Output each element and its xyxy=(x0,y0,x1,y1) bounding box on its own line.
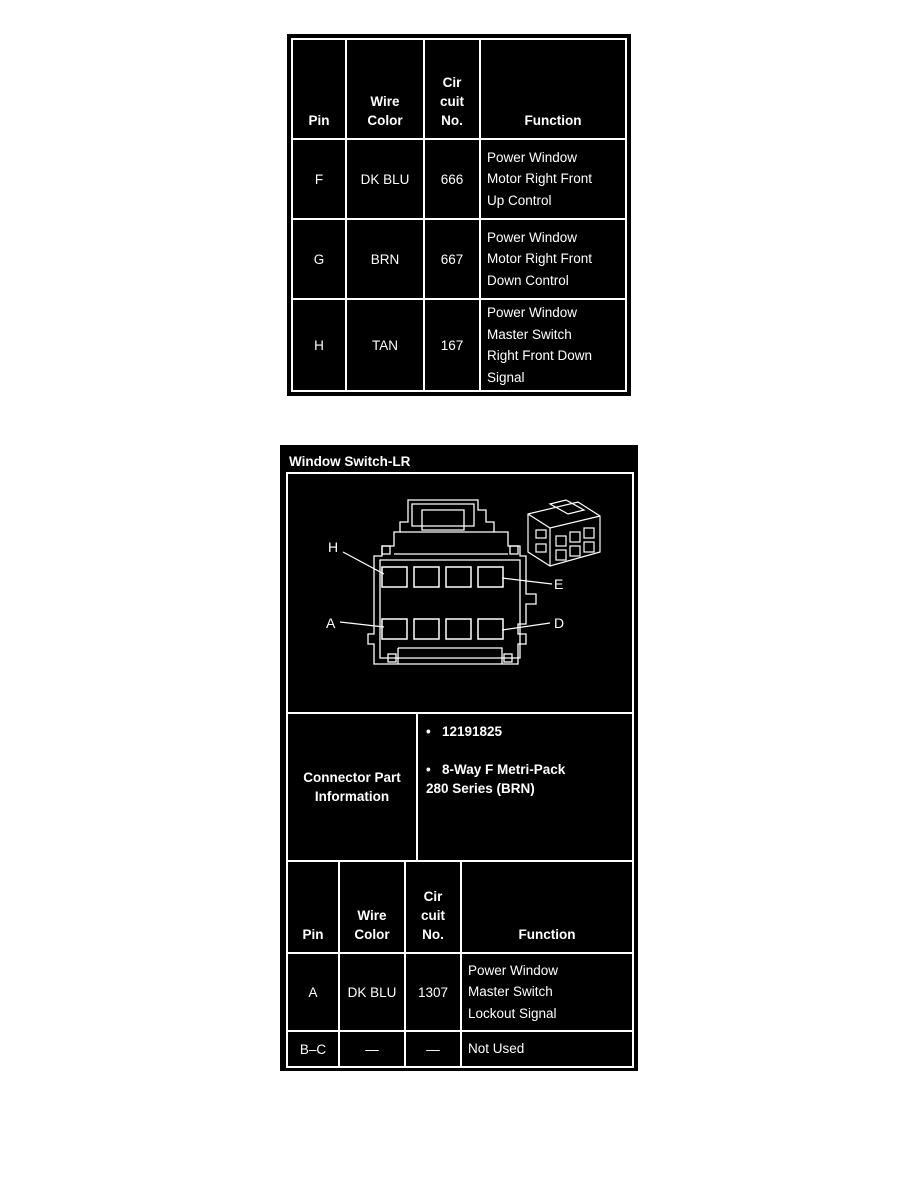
cell-function: Not Used xyxy=(460,1031,632,1068)
header-function: Function xyxy=(479,38,627,140)
cell-pin: B–C xyxy=(288,1031,340,1068)
function-line: Motor Right Front xyxy=(487,251,593,267)
cell-wire-color: DK BLU xyxy=(338,953,406,1032)
table-row: B–C — — Not Used xyxy=(288,1031,632,1068)
function-line: Lockout Signal xyxy=(468,1005,557,1021)
connector-3d-icon xyxy=(527,499,601,567)
connector-title: Window Switch-LR xyxy=(289,454,411,469)
pin-label-a: A xyxy=(326,615,336,631)
pin-cavities xyxy=(381,566,504,640)
cell-pin: G xyxy=(291,218,347,300)
connector-frame: H A E D xyxy=(286,472,634,1068)
cell-function: Power Window Master Switch Right Front D… xyxy=(479,298,627,392)
cell-circuit: 666 xyxy=(423,138,481,220)
function-line: Up Control xyxy=(487,192,552,208)
cell-pin: H xyxy=(291,298,347,392)
part-number: • 12191825 xyxy=(426,724,503,739)
function-line: Master Switch xyxy=(487,326,572,342)
cell-wire-color: TAN xyxy=(345,298,425,392)
function-line: Down Control xyxy=(487,272,569,288)
table-row: H TAN 167 Power Window Master Switch Rig… xyxy=(291,298,627,392)
function-line: Power Window xyxy=(487,229,578,245)
cell-circuit: 1307 xyxy=(404,953,462,1032)
cell-function: Power Window Motor Right Front Down Cont… xyxy=(479,218,627,300)
pin-label-h: H xyxy=(328,539,338,555)
table-row: G BRN 667 Power Window Motor Right Front… xyxy=(291,218,627,300)
cell-pin: A xyxy=(288,953,340,1032)
cell-wire-color: BRN xyxy=(345,218,425,300)
cell-function: Power Window Master Switch Lockout Signa… xyxy=(460,953,632,1032)
function-line: Power Window xyxy=(487,149,578,165)
pin-label-e: E xyxy=(554,576,563,592)
cell-wire-color: — xyxy=(338,1031,406,1068)
function-line: Motor Right Front xyxy=(487,171,593,187)
function-line: Signal xyxy=(487,369,525,385)
cell-function: Power Window Motor Right Front Up Contro… xyxy=(479,138,627,220)
function-line: Master Switch xyxy=(468,984,553,1000)
cell-pin: F xyxy=(291,138,347,220)
cell-circuit: 167 xyxy=(423,298,481,392)
connector-diagram: H A E D xyxy=(288,474,632,714)
header-function: Function xyxy=(460,862,632,954)
cell-circuit: — xyxy=(404,1031,462,1068)
cell-wire-color: DK BLU xyxy=(345,138,425,220)
header-pin: Pin xyxy=(291,38,347,140)
function-line: Not Used xyxy=(468,1041,525,1057)
cell-circuit: 667 xyxy=(423,218,481,300)
table-row: F DK BLU 666 Power Window Motor Right Fr… xyxy=(291,138,627,220)
pin-label-d: D xyxy=(554,615,564,631)
function-line: Power Window xyxy=(468,962,559,978)
table-row: A DK BLU 1307 Power Window Master Switch… xyxy=(288,953,632,1032)
function-line: Right Front Down xyxy=(487,348,593,363)
connector-face-drawing: H A E D xyxy=(326,499,601,665)
connector-panel-window-switch-lr: Window Switch-LR xyxy=(280,445,638,1071)
header-pin: Pin xyxy=(288,862,340,954)
function-line: Power Window xyxy=(487,305,578,320)
